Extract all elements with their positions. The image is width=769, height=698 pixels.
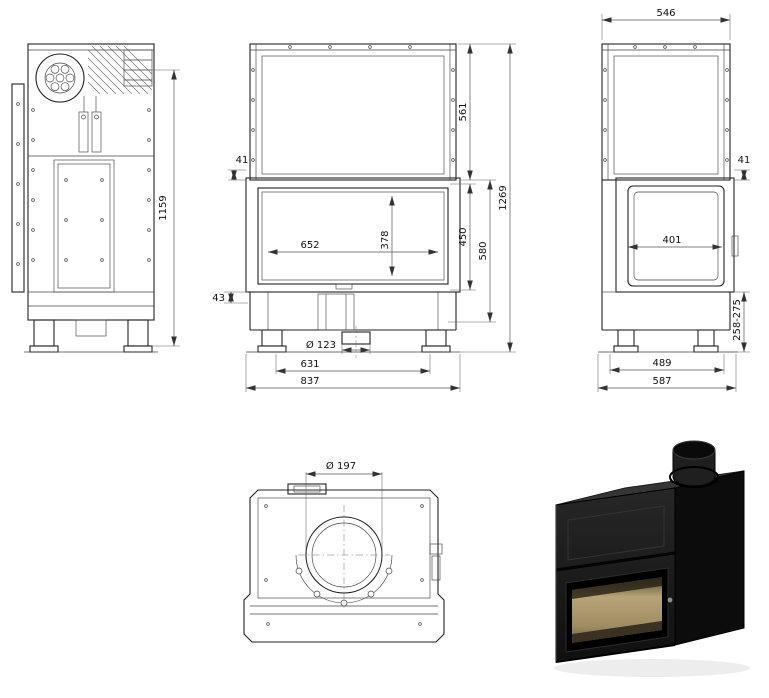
dim-door-opening: 450	[458, 227, 469, 246]
dim-front-base-offset: 43	[212, 293, 225, 304]
view-side-right: 401 546 41 258-275 489 587	[597, 8, 751, 392]
dim-base-width: 631	[300, 359, 319, 370]
fan-wheel	[35, 53, 85, 103]
dim-front-offset-top: 41	[236, 155, 249, 166]
door-handle-knob	[667, 597, 673, 603]
dim-left-total-height: 1159	[158, 195, 169, 220]
view-top: Ø 197	[243, 460, 445, 643]
latch	[429, 543, 443, 555]
dim-base-depth: 489	[652, 358, 671, 369]
dim-base-height-range: 258-275	[732, 299, 743, 341]
side-handle	[731, 235, 739, 257]
dim-front-height: 580	[478, 241, 489, 260]
door-handle	[335, 283, 353, 290]
view-side-left: 1159	[11, 43, 180, 353]
view-front: 652 378 41 43 561	[212, 43, 516, 392]
dim-glass-height: 378	[380, 230, 391, 249]
dim-side-offset-top: 41	[738, 155, 751, 166]
dim-total-width: 837	[300, 376, 319, 387]
glass-window	[565, 567, 673, 653]
dim-outlet-dia: Ø 123	[306, 339, 336, 351]
dim-side-glass-width: 401	[662, 235, 681, 246]
dim-top-depth: 546	[656, 8, 675, 19]
render-3d-fireplace	[554, 440, 750, 677]
dim-flue-dia: Ø 197	[326, 460, 356, 472]
dim-glass-width: 652	[300, 240, 319, 251]
damper-handle	[287, 483, 327, 495]
counterweights	[78, 96, 102, 153]
dim-total-height: 1269	[498, 185, 509, 210]
flue-pipe	[669, 440, 719, 488]
dim-total-depth: 587	[652, 376, 671, 387]
dim-hood-height: 561	[458, 102, 469, 121]
